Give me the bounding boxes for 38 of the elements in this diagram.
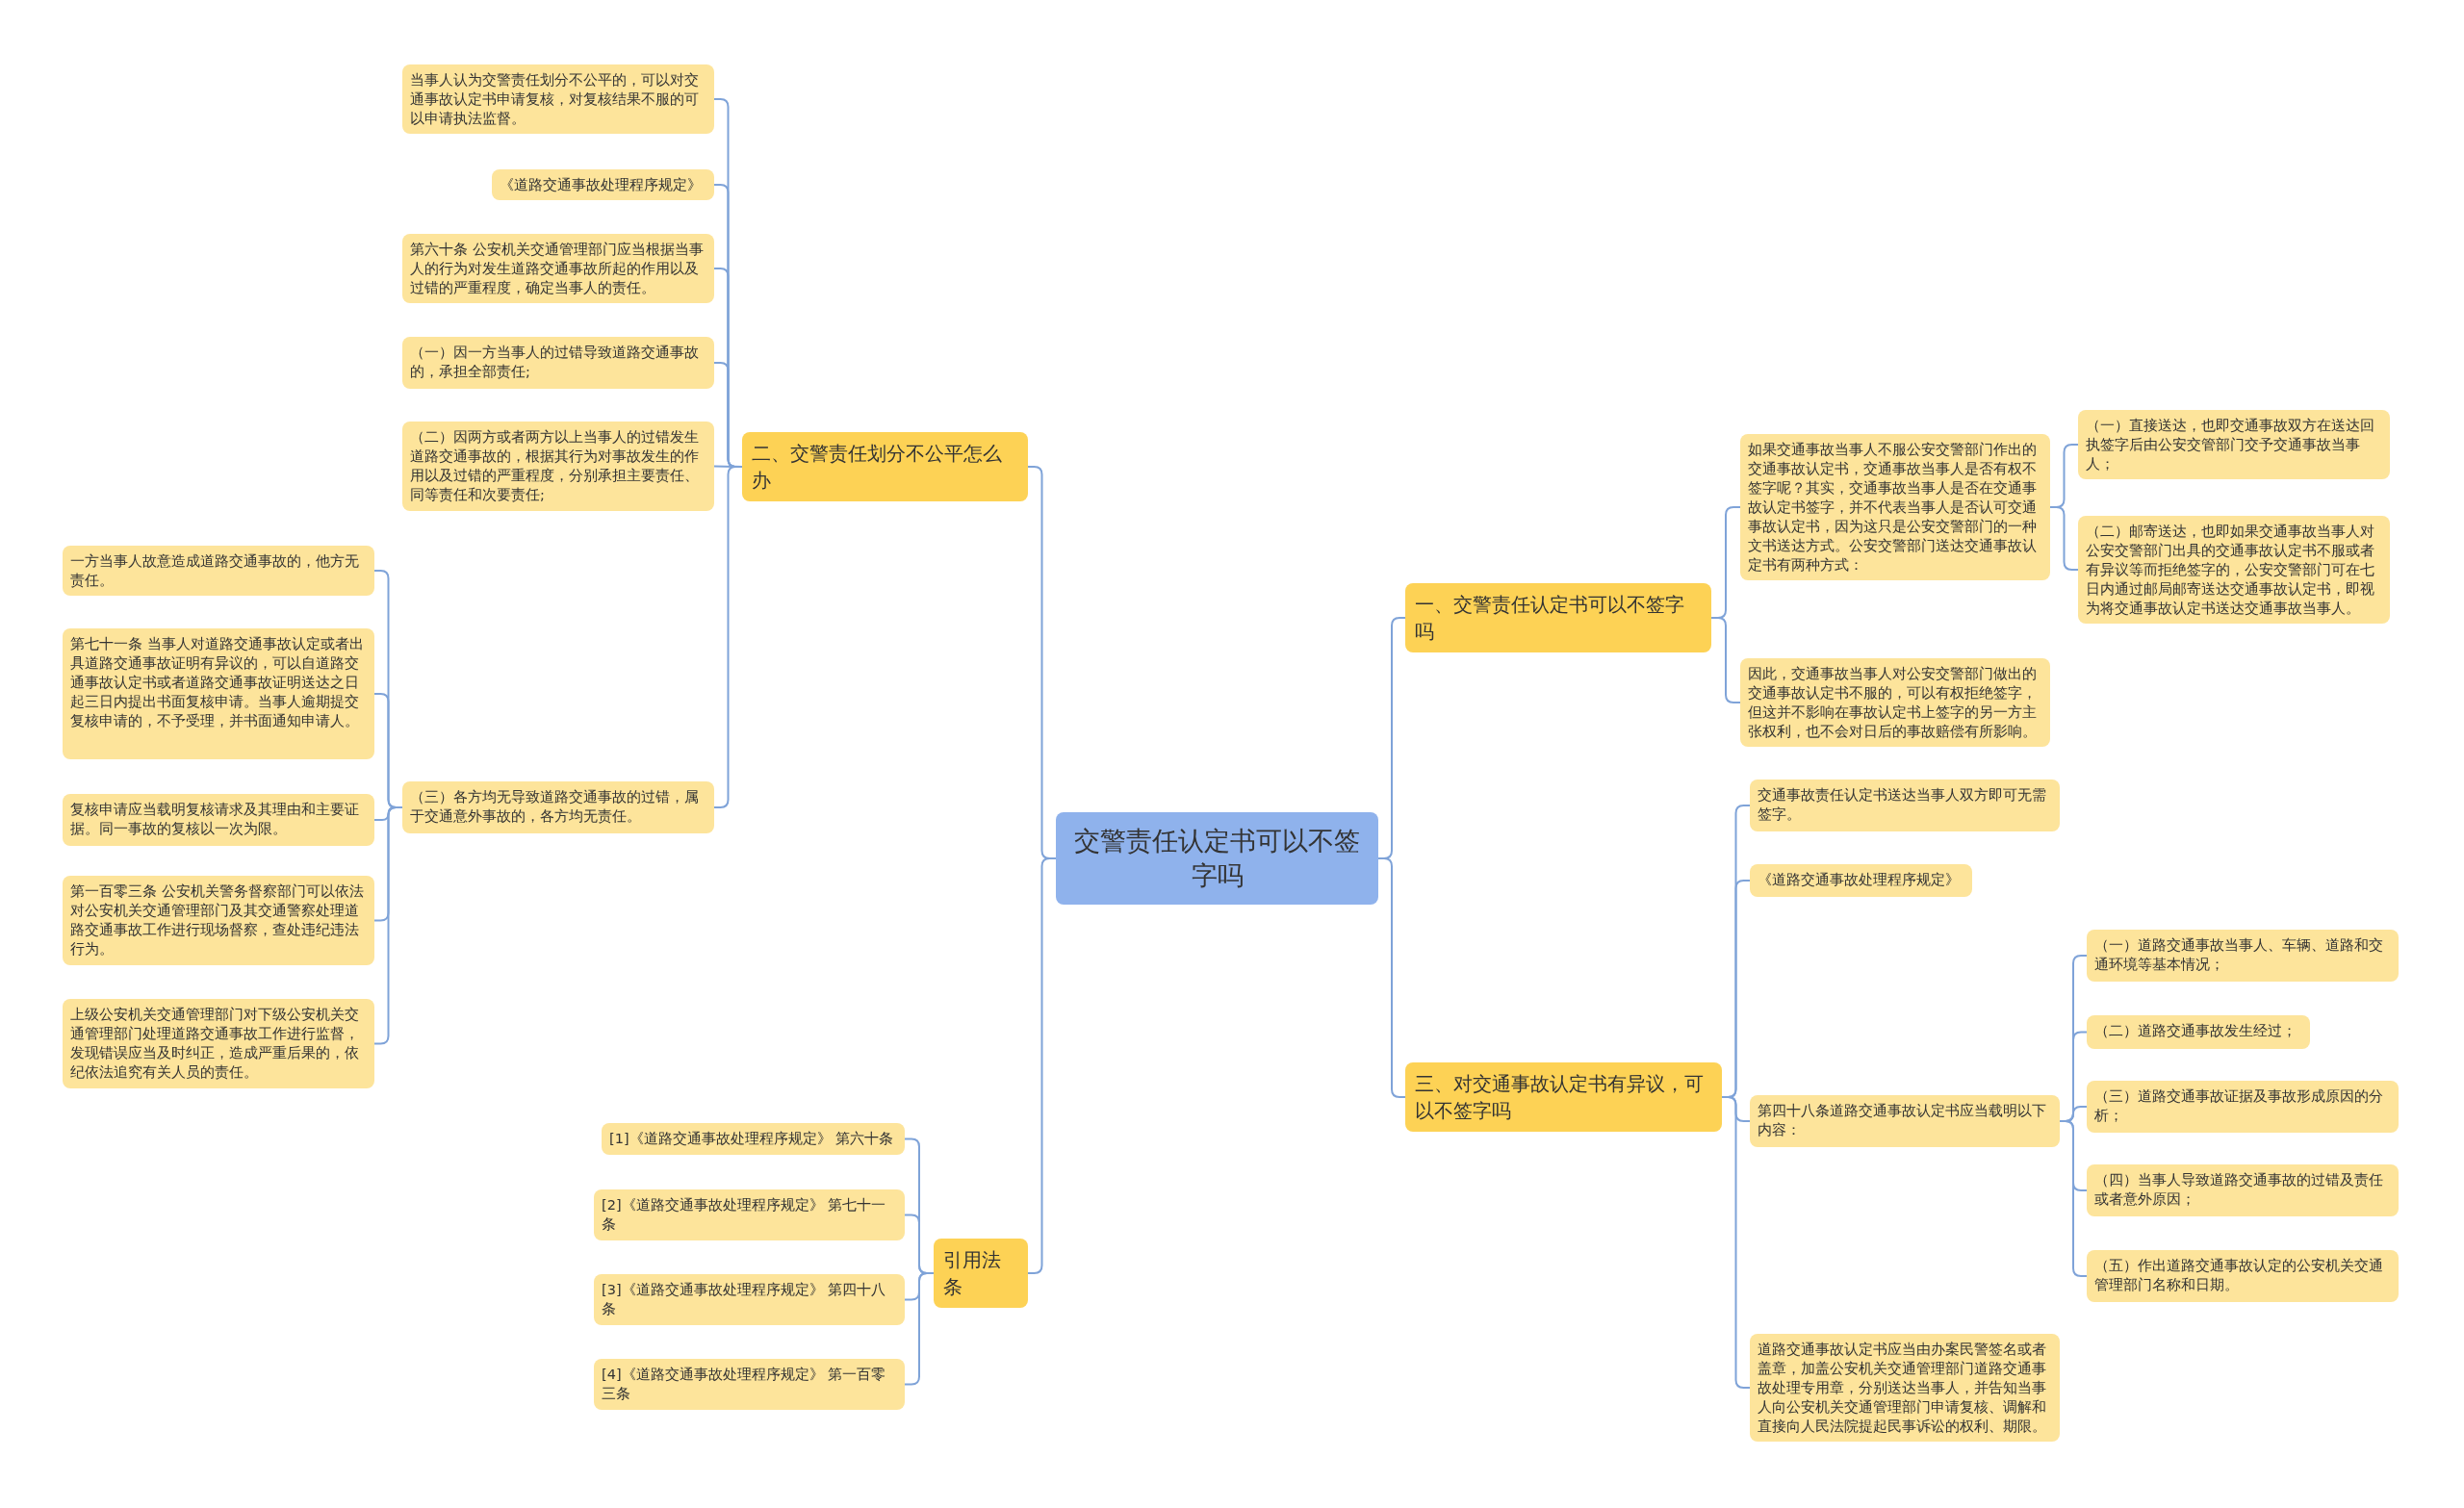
main-topic: 二、交警责任划分不公平怎么办 [742, 432, 1028, 501]
connector-line [2049, 506, 2079, 571]
subtopic-box: [2]《道路交通事故处理程序规定》 第七十一条 [594, 1189, 905, 1240]
subtopic-box: 复核申请应当载明复核请求及其理由和主要证据。同一事故的复核以一次为限。 [63, 794, 374, 846]
subtopic-box: （五）作出道路交通事故认定的公安机关交通管理部门名称和日期。 [2087, 1250, 2399, 1302]
subtopic-box: （一）直接送达，也即交通事故双方在送达回执签字后由公安交管部门交予交通事故当事人； [2078, 410, 2390, 479]
subtopic-box: （四）当事人导致道路交通事故的过错及责任或者意外原因； [2087, 1164, 2399, 1216]
subtopic-box: 因此，交通事故当事人对公安交警部门做出的交通事故认定书不服的，可以有权拒绝签字，但这并不影响在事故认定书上签字的另一方主张权利，也不会对日后的事故赔偿有所影响。 [1740, 658, 2050, 747]
subtopic-box: （二）邮寄送达，也即如果交通事故当事人对公安交警部门出具的交通事故认定书不服或者有异议等而拒绝签字的，公安交警部门可在七日内通过邮局邮寄送达交通事故认定书，即视为将交通事故认定书送达交通事故当事人。 [2078, 516, 2390, 624]
subtopic-box: （一）道路交通事故当事人、车辆、道路和交通环境等基本情况； [2087, 930, 2399, 982]
subtopic-box: （二）道路交通事故发生经过； [2087, 1015, 2310, 1049]
subtopic-box: 一方当事人故意造成道路交通事故的，他方无责任。 [63, 546, 374, 596]
subtopic-box: 《道路交通事故处理程序规定》 [1750, 864, 1972, 897]
subtopic-box: 第四十八条道路交通事故认定书应当载明以下内容： [1750, 1095, 2060, 1147]
subtopic-box: （一）因一方当事人的过错导致道路交通事故的，承担全部责任; [402, 337, 714, 389]
subtopic-box: 第一百零三条 公安机关警务督察部门可以依法对公安机关交通管理部门及其交通警察处理道路交通事故工作进行现场督察，查处违纪违法行为。 [63, 876, 374, 965]
subtopic-box: 交通事故责任认定书送达当事人双方即可无需签字。 [1750, 780, 2060, 831]
subtopic-box: 当事人认为交警责任划分不公平的，可以对交通事故认定书申请复核，对复核结果不服的可以申请执法监督。 [402, 64, 714, 134]
subtopic-box: 第七十一条 当事人对道路交通事故认定或者出具道路交通事故证明有异议的，可以自道路交通事故认定书或者道路交通事故证明送达之日起三日内提出书面复核申请。当事人逾期提交复核申请的，不予受理，并书面通知申请人。 [63, 628, 374, 759]
subtopic-box: （三）道路交通事故证据及事故形成原因的分析； [2087, 1081, 2399, 1133]
connector-line [1721, 1096, 1751, 1389]
subtopic-box: 上级公安机关交通管理部门对下级公安机关交通管理部门处理道路交通事故工作进行监督，发现错误应当及时纠正，造成严重后果的，依纪依法追究有关人员的责任。 [63, 999, 374, 1088]
subtopic-box: [3]《道路交通事故处理程序规定》 第四十八条 [594, 1274, 905, 1325]
main-topic: 一、交警责任认定书可以不签字吗 [1405, 583, 1711, 652]
subtopic-box: 《道路交通事故处理程序规定》 [492, 169, 714, 200]
subtopic-box: [1]《道路交通事故处理程序规定》 第六十条 [602, 1123, 905, 1155]
subtopic-box: [4]《道路交通事故处理程序规定》 第一百零三条 [594, 1359, 905, 1410]
main-topic: 引用法条 [934, 1239, 1028, 1308]
central-topic: 交警责任认定书可以不签字吗 [1056, 812, 1378, 905]
connector-line [713, 466, 743, 808]
subtopic-box: （二）因两方或者两方以上当事人的过错发生道路交通事故的，根据其行为对事故发生的作用以及过错的严重程度，分别承担主要责任、同等责任和次要责任; [402, 422, 714, 511]
connector-line [2059, 1120, 2088, 1277]
subtopic-box: 如果交通事故当事人不服公安交警部门作出的交通事故认定书，交通事故当事人是否有权不签字呢？其实，交通事故当事人是否在交通事故认定书签字，并不代表当事人是否认可交通事故认定书，因为这只是公安交警部门的一种文书送达方式。公安交警部门送达交通事故认定书有两种方式： [1740, 434, 2050, 580]
main-topic: 三、对交通事故认定书有异议，可以不签字吗 [1405, 1062, 1722, 1132]
subtopic-box: （三）各方均无导致道路交通事故的过错，属于交通意外事故的，各方均无责任。 [402, 781, 714, 833]
subtopic-box: 道路交通事故认定书应当由办案民警签名或者盖章，加盖公安机关交通管理部门道路交通事故处理专用章，分别送达当事人，并告知当事人向公安机关交通管理部门申请复核、调解和直接向人民法院提起民事诉讼的权利、期限。 [1750, 1334, 2060, 1442]
subtopic-box: 第六十条 公安机关交通管理部门应当根据当事人的行为对发生道路交通事故所起的作用以及过错的严重程度，确定当事人的责任。 [402, 234, 714, 303]
connector-line [1377, 857, 1406, 1098]
